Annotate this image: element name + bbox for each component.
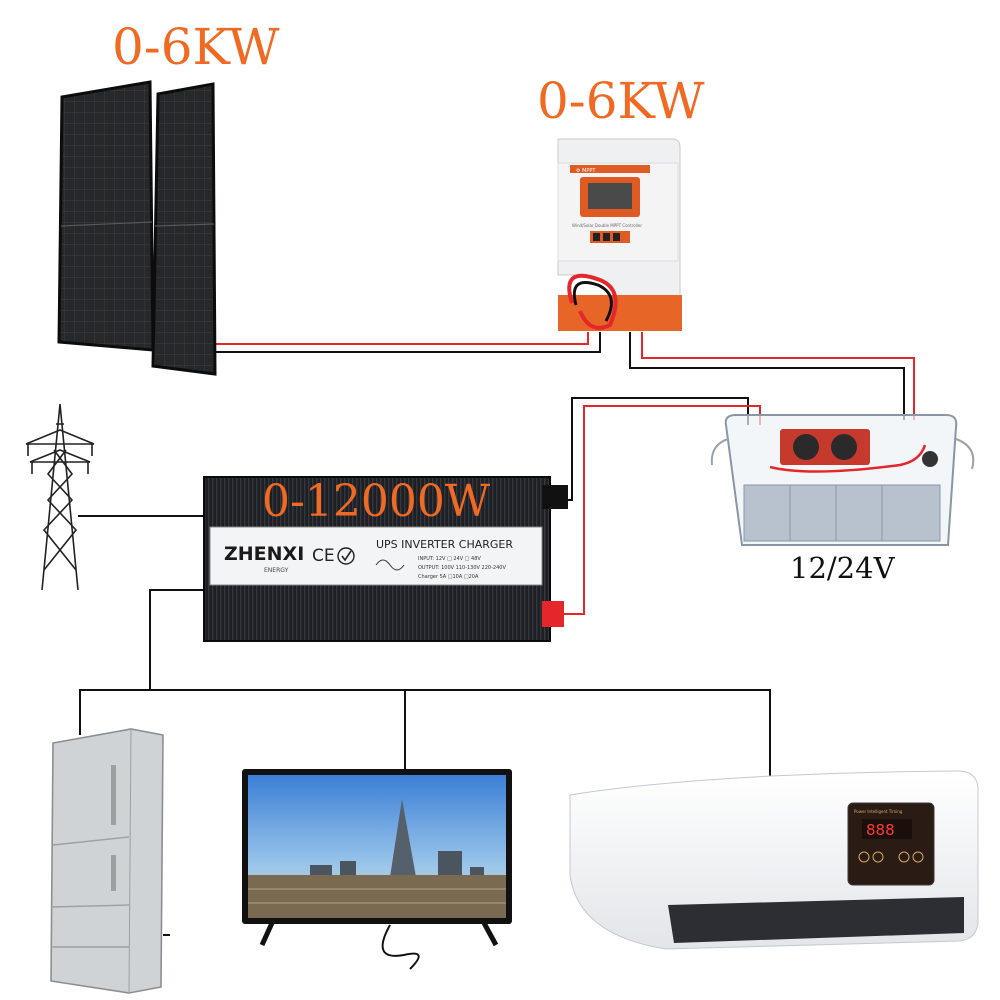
inverter-spec-output: OUTPUT: 100V 110-130V 220-240V xyxy=(418,565,506,571)
transmission-tower-icon xyxy=(25,403,95,591)
controller-lcd xyxy=(588,183,632,209)
air-conditioner: Power Intelligent Timing 888 xyxy=(569,770,979,950)
inverter-ce-mark: CE xyxy=(312,546,335,566)
fridge-handle-lower xyxy=(111,855,116,891)
sine-wave-icon xyxy=(375,559,405,571)
inverter-power-label: 0-12000W xyxy=(262,476,491,527)
controller-brand: ⚙ MPPT xyxy=(576,168,596,174)
solar-panel-front xyxy=(151,82,217,376)
controller-button-1 xyxy=(593,233,600,241)
inverter-brand: ZHENXI xyxy=(224,543,304,565)
controller-description: Wind/Solar Double MPPT Controller xyxy=(572,223,642,228)
ac-vent xyxy=(668,897,964,943)
inverter-positive-terminal xyxy=(542,601,564,627)
inverter: ZHENXI ENERGY CE UPS INVERTER CHARGER IN… xyxy=(203,476,568,642)
mppt-controller: ⚙ MPPT Wind/Solar Double MPPT Controller xyxy=(557,138,682,331)
tv-stand-left xyxy=(259,921,275,947)
ac-button-power xyxy=(858,851,870,863)
controller-button-3 xyxy=(613,233,620,241)
battery-terminal xyxy=(922,451,938,467)
fridge-handle-upper xyxy=(111,765,116,825)
inverter-label-panel xyxy=(209,526,543,586)
solar-power-label: 0-6KW xyxy=(112,18,280,76)
battery xyxy=(710,414,975,546)
battery-voltage-label: 12/24V xyxy=(790,551,895,585)
ac-button-minus xyxy=(872,851,884,863)
controller-orange-base xyxy=(558,295,682,331)
battery-fan-right xyxy=(831,434,857,460)
solar-red-wire xyxy=(214,332,589,345)
controller-power-label: 0-6KW xyxy=(537,72,705,130)
solar-black-wire xyxy=(214,332,601,353)
television xyxy=(242,769,512,970)
output-wire xyxy=(79,589,771,780)
solar-panel-back xyxy=(57,80,155,352)
inverter-brand-sub: ENERGY xyxy=(264,567,289,574)
ac-button-plus xyxy=(898,851,910,863)
controller-red-bar xyxy=(570,165,650,173)
controller-red-wire xyxy=(641,332,915,420)
refrigerator xyxy=(50,728,170,994)
controller-black-wire xyxy=(629,332,905,420)
inverter-title: UPS INVERTER CHARGER xyxy=(376,538,513,551)
controller-cable-loop xyxy=(567,273,618,330)
inverter-negative-terminal xyxy=(542,485,568,509)
controller-button-2 xyxy=(603,233,610,241)
solar-panels xyxy=(57,80,217,376)
ac-panel-text: Power Intelligent Timing xyxy=(854,809,903,814)
ac-control-panel xyxy=(847,802,935,886)
tv-power-cord xyxy=(381,924,420,970)
inverter-spec-charger: Charger 5A □10A □20A xyxy=(418,574,479,580)
ac-display: 888 xyxy=(866,821,895,839)
battery-fan-left xyxy=(793,434,819,460)
tv-skyscraper xyxy=(390,799,416,877)
battery-red-wire xyxy=(560,405,761,615)
inverter-check-icon xyxy=(337,547,355,565)
tv-stand-right xyxy=(481,921,499,947)
ac-button-timer xyxy=(912,851,924,863)
inverter-spec-input: INPUT: 12V □ 24V □ 48V xyxy=(418,556,481,562)
